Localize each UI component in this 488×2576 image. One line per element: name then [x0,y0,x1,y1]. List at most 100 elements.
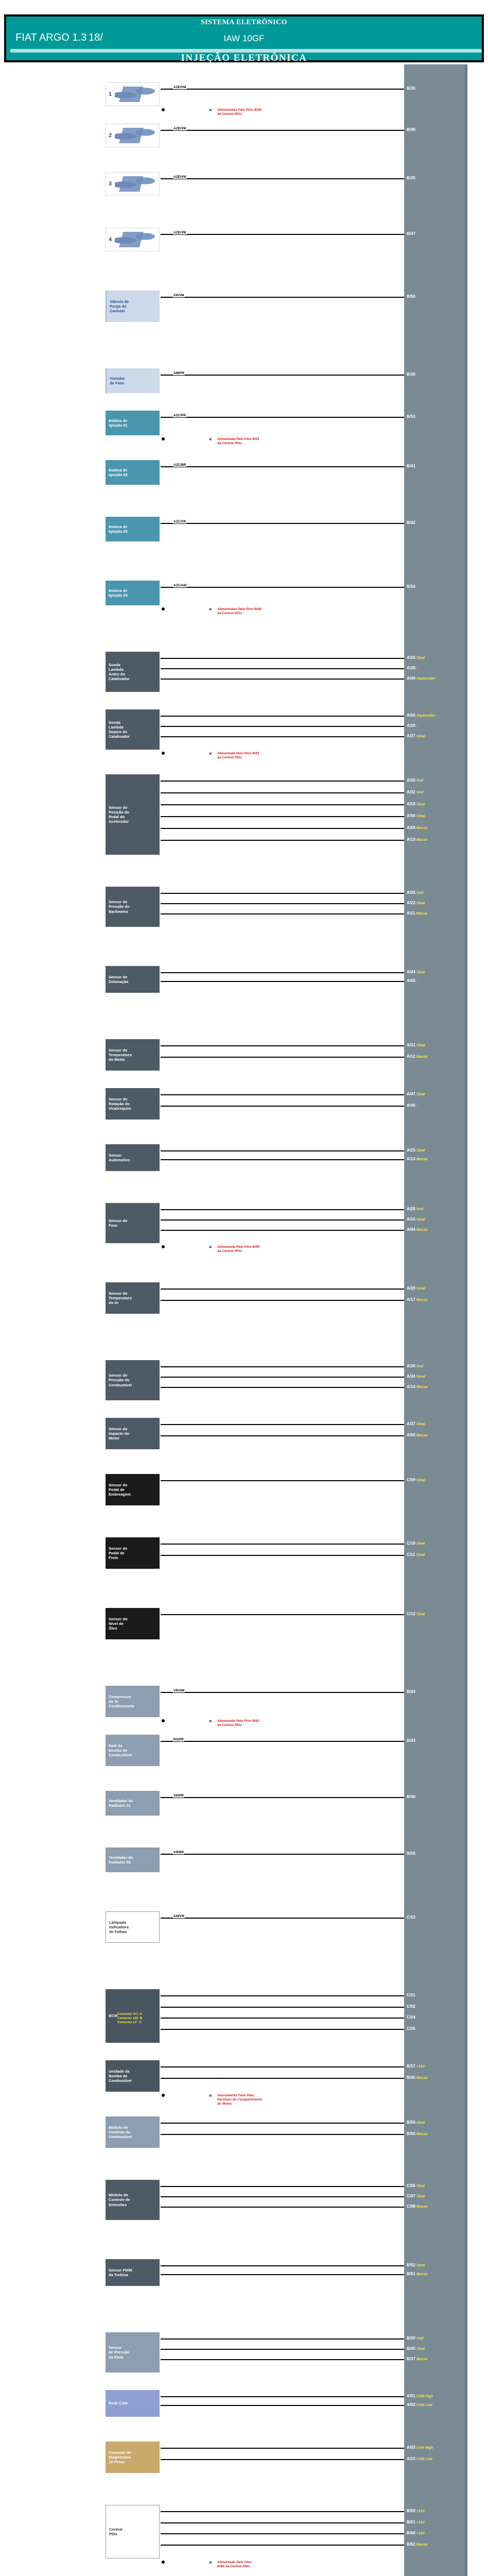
pin-function: Massa [416,1298,428,1302]
wire [161,1614,404,1615]
wire-color-label: RS/PR [173,1738,184,1741]
pin-function: Sinal [416,2184,425,2188]
wire [161,1366,404,1367]
wire [161,587,404,588]
wire-junction-dot [162,2561,165,2564]
pin-number: B/43 [407,1738,415,1743]
vehicle-model: FIAT ARGO 1.3 [15,32,87,43]
pin-function: Sinal [416,1479,425,1482]
wire [161,2134,404,2135]
ecu-pin-tag: B/44 [405,1689,417,1694]
pin-function: - [416,667,418,670]
wire [161,1289,404,1290]
wire-color-label: AZE/VM [173,175,187,179]
system-label: SISTEMA ELETRÔNICO [201,19,287,26]
wire-color-label: AZE/VM [173,86,187,89]
wire [161,2338,404,2340]
ecu-spine-edge [465,64,467,2576]
wire [161,903,404,904]
wire-color-label: AZC/VR [173,520,187,523]
pin-function: Sinal [416,1542,425,1546]
pin-number: C/08 [407,2204,415,2209]
pin-function: Sinal [416,1093,425,1096]
pin-function: Massa [416,1385,428,1389]
pin-number: A/03 [407,2445,415,2450]
pin-function: Sinal [416,971,425,974]
pin-number: A/50 [407,713,415,718]
wire [161,297,404,298]
pin-number: A/06 [407,814,415,818]
red-annotation: Aterramento Feito Pelo Parafuso do Compa… [217,2094,263,2106]
ecu-pin-tag: B/36 [405,86,417,91]
pin-number: A/46 [407,1103,415,1108]
component-label: BCM [109,2013,118,2019]
wire [161,716,404,717]
wire-color-label: AZC/PR [173,414,187,417]
pin-number: B/40 [407,2346,415,2351]
wire [161,2448,404,2449]
wire [161,2207,404,2208]
wire [161,417,404,418]
pin-function: CAN Low [416,2403,433,2407]
wire [161,1045,404,1046]
wire [161,1219,404,1221]
pin-number: B/39 [407,2336,415,2341]
injector-icon [115,127,157,144]
pin-number: B/42 [407,520,415,525]
wire-junction-dot [162,752,165,755]
pin-number: A/25 [407,1148,415,1153]
ecu-pin-tag: B/57+12V [405,2063,427,2069]
annotation-arrow-icon: « [209,2560,212,2565]
wire [161,1854,404,1855]
page-title: INJEÇÃO ELETRÔNICA [181,53,307,63]
wire [161,726,404,727]
wire [161,2274,404,2275]
pin-function: Sinal [416,815,425,818]
pin-function: Massa [416,1228,428,1232]
ecu-pin-tag: C/01 [405,1992,417,1998]
ecu-pin-tag: C/05 [405,2026,417,2031]
wire [161,668,404,669]
pin-function: Sinal [416,1149,425,1153]
pin-function: CAN Low [416,2458,433,2461]
pin-function: Sinal [416,1553,425,1557]
pin-function: Vref [416,791,424,794]
pin-function: Aquecedor [416,677,435,681]
pin-function: Massa [416,1434,428,1437]
ecu-pin-tag: B/43 [405,1738,417,1743]
pin-number: C/03 [407,1915,415,1920]
pin-function: Aquecedor [416,714,435,718]
pin-function: Massa [416,2273,428,2276]
pin-number: A/02 [407,2402,415,2407]
pin-number: A/44 [407,970,415,974]
wire [161,2396,404,2397]
ecu-pin-tag: B/58 [405,1851,417,1856]
pin-function: Sinal [416,1218,425,1222]
pin-number: A/29 [407,1286,415,1291]
pin-function: Sinal [416,902,425,905]
wire [161,1150,404,1151]
wire [161,2545,404,2546]
pin-function: - [416,1104,418,1108]
pin-number: A/18 [407,802,415,806]
